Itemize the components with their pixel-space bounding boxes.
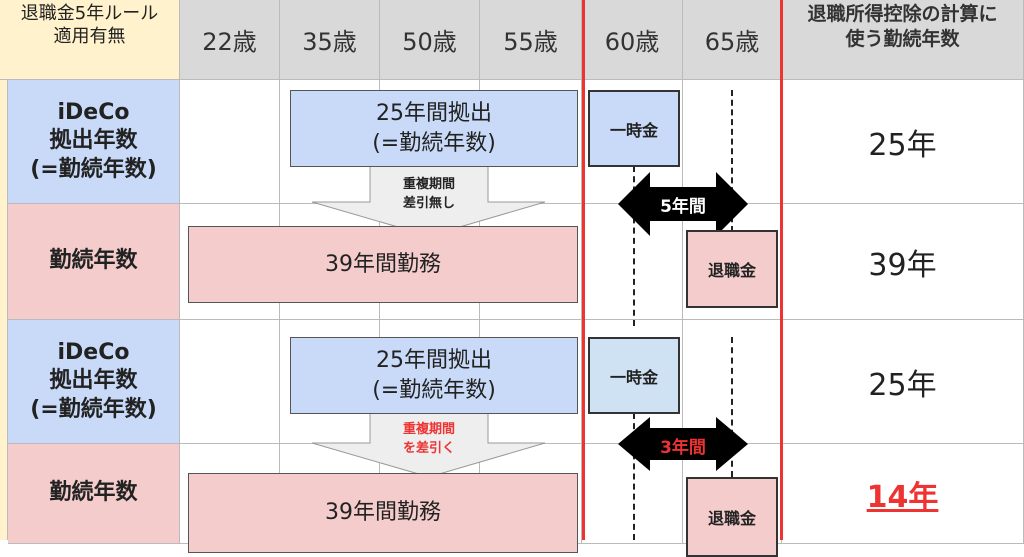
result-header: 退職所得控除の計算に 使う勤続年数 <box>782 0 1024 80</box>
work-years-label: 勤続年数 <box>8 444 180 544</box>
down-arrow <box>311 412 546 478</box>
work-years-label: 勤続年数 <box>8 204 180 320</box>
arrow-note: 重複期間 を差引く <box>402 422 455 456</box>
double-arrow <box>618 417 748 471</box>
grid-cell <box>582 204 683 320</box>
work-period-bar: 39年間勤務 <box>188 473 578 553</box>
ideco-contribution-bar: 25年間拠出 (=勤続年数) <box>290 90 578 167</box>
ideco-result: 25年 <box>782 320 1024 444</box>
work-period-bar: 39年間勤務 <box>188 226 578 303</box>
lump-sum-box: 一時金 <box>588 337 680 414</box>
highlight-value: 14年 <box>866 479 939 515</box>
highlight-border <box>582 0 585 540</box>
left-strip <box>0 80 8 540</box>
grid-cell <box>180 320 280 444</box>
gap-label: 5年間 <box>660 197 706 217</box>
age-header: 55歳 <box>480 0 582 80</box>
gap-label: 3年間 <box>660 438 706 458</box>
dashed-line <box>731 90 733 232</box>
grid-cell <box>480 204 582 320</box>
age-header: 22歳 <box>180 0 280 80</box>
double-arrow <box>618 172 748 236</box>
rule-header: 退職金5年ルール 適用有無 <box>0 0 180 80</box>
highlight-border <box>780 0 783 540</box>
ideco-years-label: iDeCo 拠出年数 (=勤続年数) <box>8 320 180 444</box>
age-header: 60歳 <box>582 0 683 80</box>
grid-cell <box>180 80 280 204</box>
arrow-note: 重複期間 差引無し <box>402 177 455 211</box>
dashed-line <box>633 166 635 326</box>
lump-sum-box: 一時金 <box>588 90 680 167</box>
arrows-layer <box>311 165 748 478</box>
ideco-years-label: iDeCo 拠出年数 (=勤続年数) <box>8 80 180 204</box>
age-header: 35歳 <box>280 0 380 80</box>
down-arrow <box>311 165 546 237</box>
dashed-line <box>731 337 733 477</box>
age-header: 65歳 <box>683 0 782 80</box>
retirement-allowance-box: 退職金 <box>686 477 778 557</box>
ideco-contribution-bar: 25年間拠出 (=勤続年数) <box>290 337 578 414</box>
age-header: 50歳 <box>380 0 480 80</box>
retirement-allowance-box: 退職金 <box>686 230 778 308</box>
dashed-line <box>633 413 635 540</box>
